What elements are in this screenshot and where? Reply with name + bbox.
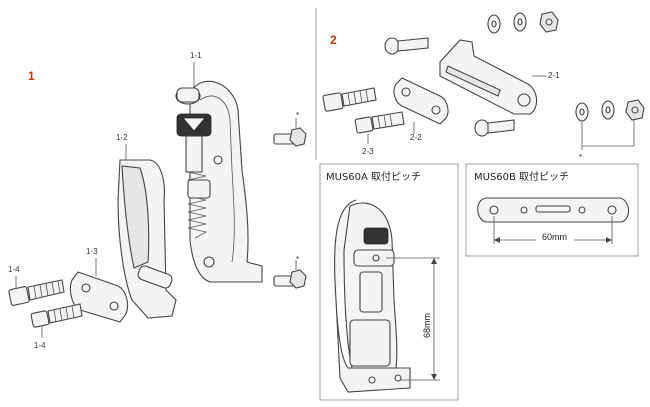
part-2-3-bolt-upper	[322, 87, 377, 112]
section-2-number: 2	[330, 33, 337, 47]
washers-nut-right	[575, 99, 645, 122]
mus60a-dimension	[386, 257, 440, 381]
part-1-2-cover	[117, 144, 177, 319]
section-1-number: 1	[28, 69, 35, 83]
star-marker-right: *	[579, 153, 582, 162]
screw-top	[384, 37, 429, 55]
part-2-2-plate	[393, 77, 449, 134]
part-1-1-latch-body	[175, 62, 263, 283]
part-2-1-bracket	[439, 39, 546, 115]
part-1-4-bolt-lower	[30, 303, 83, 328]
mus60a-drawing	[334, 199, 411, 393]
part-2-3-bolt-lower	[354, 111, 405, 144]
label-1-4-upper: 1-4	[8, 265, 20, 274]
label-1-1: 1-1	[190, 51, 202, 60]
hex-bolt-top	[273, 118, 307, 147]
label-1-3: 1-3	[86, 247, 98, 256]
mus60a-title: MUS60A 取付ピッチ	[326, 170, 421, 183]
star-marker-bottom: *	[296, 255, 299, 264]
hex-bolt-bottom	[273, 260, 307, 289]
label-1-4-lower: 1-4	[34, 341, 46, 350]
mus60b-title: MUS60B 取付ピッチ	[474, 170, 569, 183]
part-1-3-plate	[69, 258, 129, 323]
label-1-2: 1-2	[116, 133, 128, 142]
mus60b-plate-drawing	[477, 197, 630, 223]
mus60b-dimension-label: 60mm	[542, 232, 567, 242]
label-2-2: 2-2	[410, 133, 422, 142]
mus60a-knob	[363, 227, 389, 245]
label-2-1: 2-1	[548, 71, 560, 80]
mus60a-dimension-label: 68mm	[422, 313, 432, 338]
star-marker-top: *	[296, 111, 299, 120]
washers-nut-top	[487, 11, 559, 34]
label-2-3: 2-3	[362, 147, 374, 156]
screw-right	[474, 119, 515, 137]
part-1-4-bolt-upper	[8, 279, 65, 306]
